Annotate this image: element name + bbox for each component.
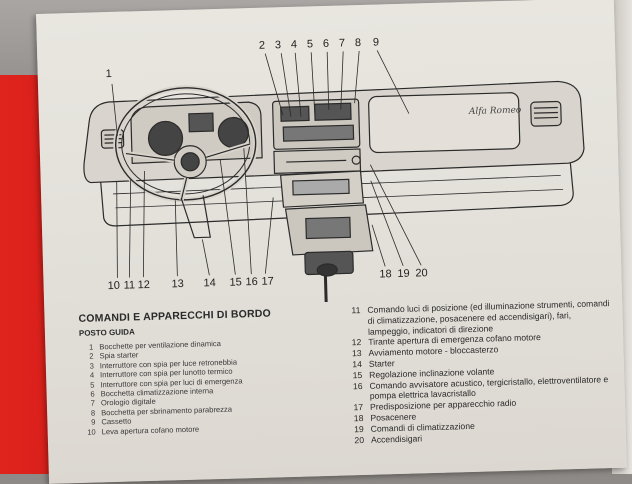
callout-17: 17 [261,275,274,287]
callout-13: 13 [171,278,184,290]
callout-3: 3 [275,39,281,51]
callout-19: 19 [397,268,410,280]
callout-9: 9 [373,36,379,48]
callout-5: 5 [307,38,313,50]
section-subtitle: POSTO GUIDA [79,327,135,338]
callout-16: 16 [245,276,258,288]
callout-15: 15 [229,276,242,288]
manual-page: Alfa Romeo 1 2 3 4 5 6 7 8 9 10 11 12 13… [36,0,627,484]
callout-20: 20 [415,267,428,279]
callout-2: 2 [259,40,265,52]
callout-11: 11 [123,279,135,291]
alfa-romeo-logo: Alfa Romeo [468,105,522,117]
callout-1: 1 [106,68,112,80]
callout-12: 12 [137,279,150,291]
callout-10: 10 [107,280,120,292]
callout-8: 8 [355,37,361,49]
callout-7: 7 [339,37,345,49]
callout-18: 18 [379,268,392,280]
callout-4: 4 [291,39,297,51]
callout-14: 14 [203,277,216,289]
callout-6: 6 [323,38,329,50]
